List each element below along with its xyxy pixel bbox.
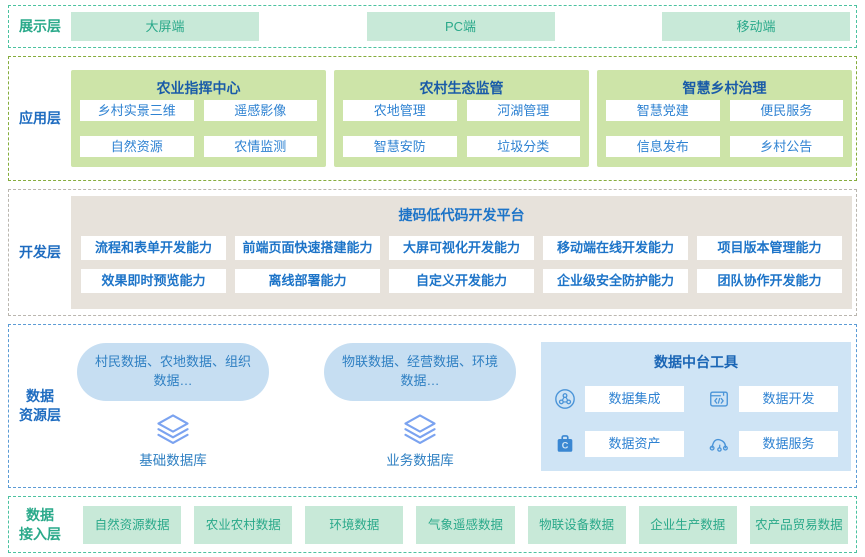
application-card-eco-supervision: 农村生态监管 农地管理 河湖管理 智慧安防 垃圾分类 bbox=[334, 70, 589, 167]
app-item: 农情监测 bbox=[203, 136, 317, 157]
presentation-item-pc: PC端 bbox=[366, 12, 555, 41]
data-access-items: 自然资源数据 农业农村数据 环境数据 气象遥感数据 物联设备数据 企业生产数据 … bbox=[71, 505, 856, 544]
capability-item: 团队协作开发能力 bbox=[697, 269, 842, 293]
capability-row-2: 效果即时预览能力 离线部署能力 自定义开发能力 企业级安全防护能力 团队协作开发… bbox=[81, 269, 842, 293]
capability-item: 大屏可视化开发能力 bbox=[389, 236, 534, 260]
access-item-natural-resource: 自然资源数据 bbox=[83, 505, 182, 544]
app-item: 智慧安防 bbox=[343, 136, 457, 157]
card-title: 农村生态监管 bbox=[419, 80, 504, 96]
capability-item: 效果即时预览能力 bbox=[81, 269, 226, 293]
app-item: 遥感影像 bbox=[203, 100, 317, 121]
tool-data-asset: C 数据资产 bbox=[554, 430, 684, 457]
layer-label-presentation: 展示层 bbox=[19, 18, 61, 35]
app-item: 乡村实景三维 bbox=[80, 100, 194, 121]
app-item: 乡村公告 bbox=[729, 136, 843, 157]
lowcode-platform-card: 捷码低代码开发平台 流程和表单开发能力 前端页面快速搭建能力 大屏可视化开发能力… bbox=[71, 196, 852, 309]
app-item: 农地管理 bbox=[343, 100, 457, 121]
business-database-group: 物联数据、经营数据、环境数据… 业务数据库 bbox=[324, 343, 516, 469]
application-card-command-center: 农业指挥中心 乡村实景三维 遥感影像 自然资源 农情监测 bbox=[71, 70, 326, 167]
data-service-icon bbox=[708, 433, 730, 455]
application-cards: 农业指挥中心 乡村实景三维 遥感影像 自然资源 农情监测 农村生态监管 农地管理… bbox=[71, 70, 856, 167]
data-development-icon bbox=[708, 388, 730, 410]
layer-presentation: 展示层 大屏端 PC端 移动端 bbox=[8, 5, 857, 48]
capability-item: 企业级安全防护能力 bbox=[543, 269, 688, 293]
data-middle-platform-tools-card: 数据中台工具 数据集成 bbox=[541, 341, 851, 471]
capability-item: 项目版本管理能力 bbox=[697, 236, 842, 260]
layer-label-data-resource: 数据 资源层 bbox=[19, 388, 61, 423]
layer-label-data-access: 数据 接入层 bbox=[19, 506, 61, 542]
layer-label-application: 应用层 bbox=[19, 110, 61, 127]
app-item: 垃圾分类 bbox=[466, 136, 580, 157]
tool-data-service: 数据服务 bbox=[708, 430, 838, 457]
data-resource-content: 村民数据、农地数据、组织数据… 基础数据库 物联数据、经营数据、环境数据… 业务… bbox=[71, 341, 856, 471]
tool-label: 数据集成 bbox=[585, 385, 684, 412]
app-item: 河湖管理 bbox=[466, 100, 580, 121]
tool-label: 数据服务 bbox=[739, 430, 838, 457]
card-title: 智慧乡村治理 bbox=[682, 80, 767, 96]
database-name: 业务数据库 bbox=[386, 453, 454, 468]
tool-label: 数据资产 bbox=[585, 430, 684, 457]
tools-card-title: 数据中台工具 bbox=[654, 353, 738, 370]
access-item-meteorological: 气象遥感数据 bbox=[416, 505, 515, 544]
capability-item: 流程和表单开发能力 bbox=[81, 236, 226, 260]
layer-label-development: 开发层 bbox=[19, 244, 61, 261]
tool-data-integration: 数据集成 bbox=[554, 385, 684, 412]
database-name: 基础数据库 bbox=[139, 453, 207, 468]
tool-label: 数据开发 bbox=[739, 385, 838, 412]
data-integration-icon bbox=[554, 388, 576, 410]
card-title: 农业指挥中心 bbox=[156, 80, 241, 96]
access-item-agriculture-rural: 农业农村数据 bbox=[194, 505, 293, 544]
card-items: 智慧党建 便民服务 信息发布 乡村公告 bbox=[606, 100, 843, 157]
database-layers-icon bbox=[404, 414, 436, 445]
svg-text:C: C bbox=[562, 440, 569, 450]
access-item-environment: 环境数据 bbox=[305, 505, 404, 544]
platform-title: 捷码低代码开发平台 bbox=[398, 207, 525, 223]
app-item: 信息发布 bbox=[606, 136, 720, 157]
layer-development: 开发层 捷码低代码开发平台 流程和表单开发能力 前端页面快速搭建能力 大屏可视化… bbox=[8, 189, 857, 316]
layer-data-resource: 数据 资源层 村民数据、农地数据、组织数据… 基础数据库 物联数据、经营数据、环… bbox=[8, 324, 857, 488]
business-data-pill: 物联数据、经营数据、环境数据… bbox=[324, 343, 516, 401]
presentation-items: 大屏端 PC端 移动端 bbox=[71, 12, 856, 41]
capability-item: 前端页面快速搭建能力 bbox=[235, 236, 380, 260]
access-item-iot-device: 物联设备数据 bbox=[527, 505, 626, 544]
card-items: 农地管理 河湖管理 智慧安防 垃圾分类 bbox=[343, 100, 580, 157]
capability-item: 移动端在线开发能力 bbox=[543, 236, 688, 260]
capability-item: 离线部署能力 bbox=[235, 269, 380, 293]
app-item: 便民服务 bbox=[729, 100, 843, 121]
application-card-smart-governance: 智慧乡村治理 智慧党建 便民服务 信息发布 乡村公告 bbox=[597, 70, 852, 167]
presentation-item-mobile: 移动端 bbox=[662, 12, 850, 41]
capability-row-1: 流程和表单开发能力 前端页面快速搭建能力 大屏可视化开发能力 移动端在线开发能力… bbox=[81, 236, 842, 260]
layer-data-access: 数据 接入层 自然资源数据 农业农村数据 环境数据 气象遥感数据 物联设备数据 … bbox=[8, 496, 857, 553]
data-asset-icon: C bbox=[554, 433, 576, 455]
card-items: 乡村实景三维 遥感影像 自然资源 农情监测 bbox=[80, 100, 317, 157]
tool-data-development: 数据开发 bbox=[708, 385, 838, 412]
app-item: 自然资源 bbox=[80, 136, 194, 157]
access-item-agri-trade: 农产品贸易数据 bbox=[749, 505, 848, 544]
tools-grid: 数据集成 数据开发 bbox=[554, 385, 838, 457]
layer-application: 应用层 农业指挥中心 乡村实景三维 遥感影像 自然资源 农情监测 农村生态监管 … bbox=[8, 56, 857, 181]
basic-database-group: 村民数据、农地数据、组织数据… 基础数据库 bbox=[77, 343, 269, 469]
basic-data-pill: 村民数据、农地数据、组织数据… bbox=[77, 343, 269, 401]
database-layers-icon bbox=[157, 414, 189, 445]
app-item: 智慧党建 bbox=[606, 100, 720, 121]
capability-item: 自定义开发能力 bbox=[389, 269, 534, 293]
access-item-enterprise-production: 企业生产数据 bbox=[638, 505, 737, 544]
presentation-item-bigscreen: 大屏端 bbox=[71, 12, 259, 41]
